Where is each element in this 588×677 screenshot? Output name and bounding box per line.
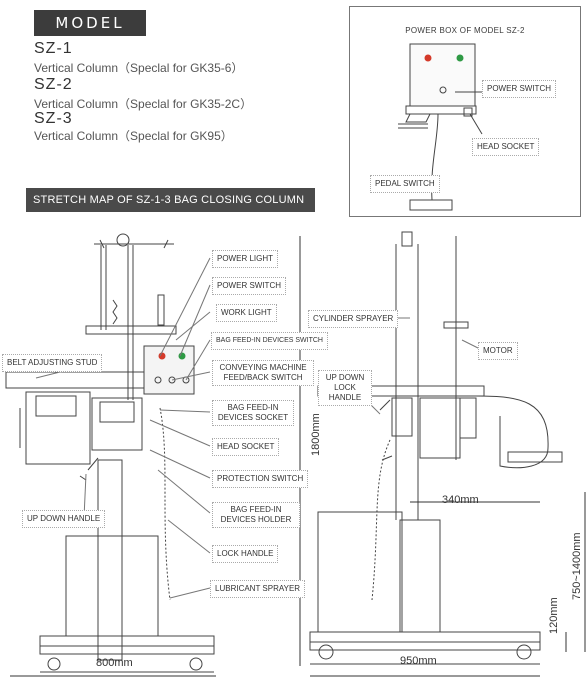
dimension-lines <box>10 236 586 677</box>
callout-belt-adjusting-stud: BELT ADJUSTING STUD <box>2 354 103 372</box>
dim-width-right: 950mm <box>400 655 437 667</box>
right-machine-drawing <box>309 231 563 665</box>
label-pedal-switch: PEDAL SWITCH <box>370 175 440 193</box>
callout-bag-feed-switch: BAG FEED-IN DEVICES SWITCH <box>211 332 328 350</box>
model-desc-sz3: Vertical Column（Speclal for GK95） <box>34 129 233 143</box>
label-head-socket-box: HEAD SOCKET <box>472 138 540 156</box>
callout-bag-feed-socket: BAG FEED-IN DEVICES SOCKET <box>212 400 294 426</box>
dim-width-left: 800mm <box>96 657 133 669</box>
power-light-red-icon <box>424 54 432 62</box>
stretch-map-title: STRETCH MAP OF SZ-1-3 BAG CLOSING COLUMN <box>26 188 315 212</box>
callout-conveying-line2: FEED/BACK SWITCH <box>223 373 303 382</box>
callout-protection-switch: PROTECTION SWITCH <box>212 470 309 488</box>
dim-base: 120mm <box>548 597 560 634</box>
power-box-drawing <box>398 43 483 211</box>
callout-lubricant-sprayer: LUBRICANT SPRAYER <box>210 580 306 598</box>
model-desc-sz2: Vertical Column（Speclal for GK35-2C） <box>34 97 253 111</box>
callout-bag-socket-line2: DEVICES SOCKET <box>217 413 289 422</box>
callout-power-switch: POWER SWITCH <box>212 277 286 295</box>
model-desc-sz1: Vertical Column（Speclal for GK35-6） <box>34 61 244 75</box>
model-code-sz3: SZ-3 <box>34 110 73 127</box>
label-power-switch-box: POWER SWITCH <box>482 80 556 98</box>
callout-up-down-lock-line2: LOCK HANDLE <box>328 383 362 402</box>
power-box-panel <box>349 6 581 217</box>
dim-reach: 340mm <box>442 494 479 506</box>
callout-bag-holder-line2: DEVICES HOLDER <box>220 515 292 524</box>
callout-head-socket: HEAD SOCKET <box>212 438 280 456</box>
model-code-sz1: SZ-1 <box>34 40 73 57</box>
power-light-green-icon <box>456 54 464 62</box>
callout-conveying-line1: CONVEYING MACHINE <box>219 363 307 372</box>
callout-bag-socket-line1: BAG FEED-IN <box>227 403 279 412</box>
callout-cylinder-sprayer: CYLINDER SPRAYER <box>308 310 399 328</box>
callout-leaders <box>35 257 483 599</box>
callout-bag-feed-holder: BAG FEED-IN DEVICES HOLDER <box>212 502 300 528</box>
callout-bag-holder-line1: BAG FEED-IN <box>230 505 282 514</box>
power-box-title: POWER BOX OF MODEL SZ-2 <box>405 26 525 35</box>
callout-power-light: POWER LIGHT <box>212 250 279 268</box>
dim-height-range: 750~1400mm <box>571 532 583 600</box>
model-badge: MODEL <box>34 10 146 36</box>
callout-up-down-lock-handle: UP DOWN LOCK HANDLE <box>318 370 372 406</box>
callout-work-light: WORK LIGHT <box>216 304 277 322</box>
left-machine-drawing <box>5 233 215 673</box>
callout-conveying-switch: CONVEYING MACHINE FEED/BACK SWITCH <box>212 360 314 386</box>
callout-up-down-lock-line1: UP DOWN <box>325 373 365 382</box>
model-code-sz2: SZ-2 <box>34 76 73 93</box>
dim-height: 1800mm <box>310 413 322 456</box>
callout-lock-handle: LOCK HANDLE <box>212 545 279 563</box>
callout-motor: MOTOR <box>478 342 518 360</box>
callout-up-down-handle: UP DOWN HANDLE <box>22 510 106 528</box>
